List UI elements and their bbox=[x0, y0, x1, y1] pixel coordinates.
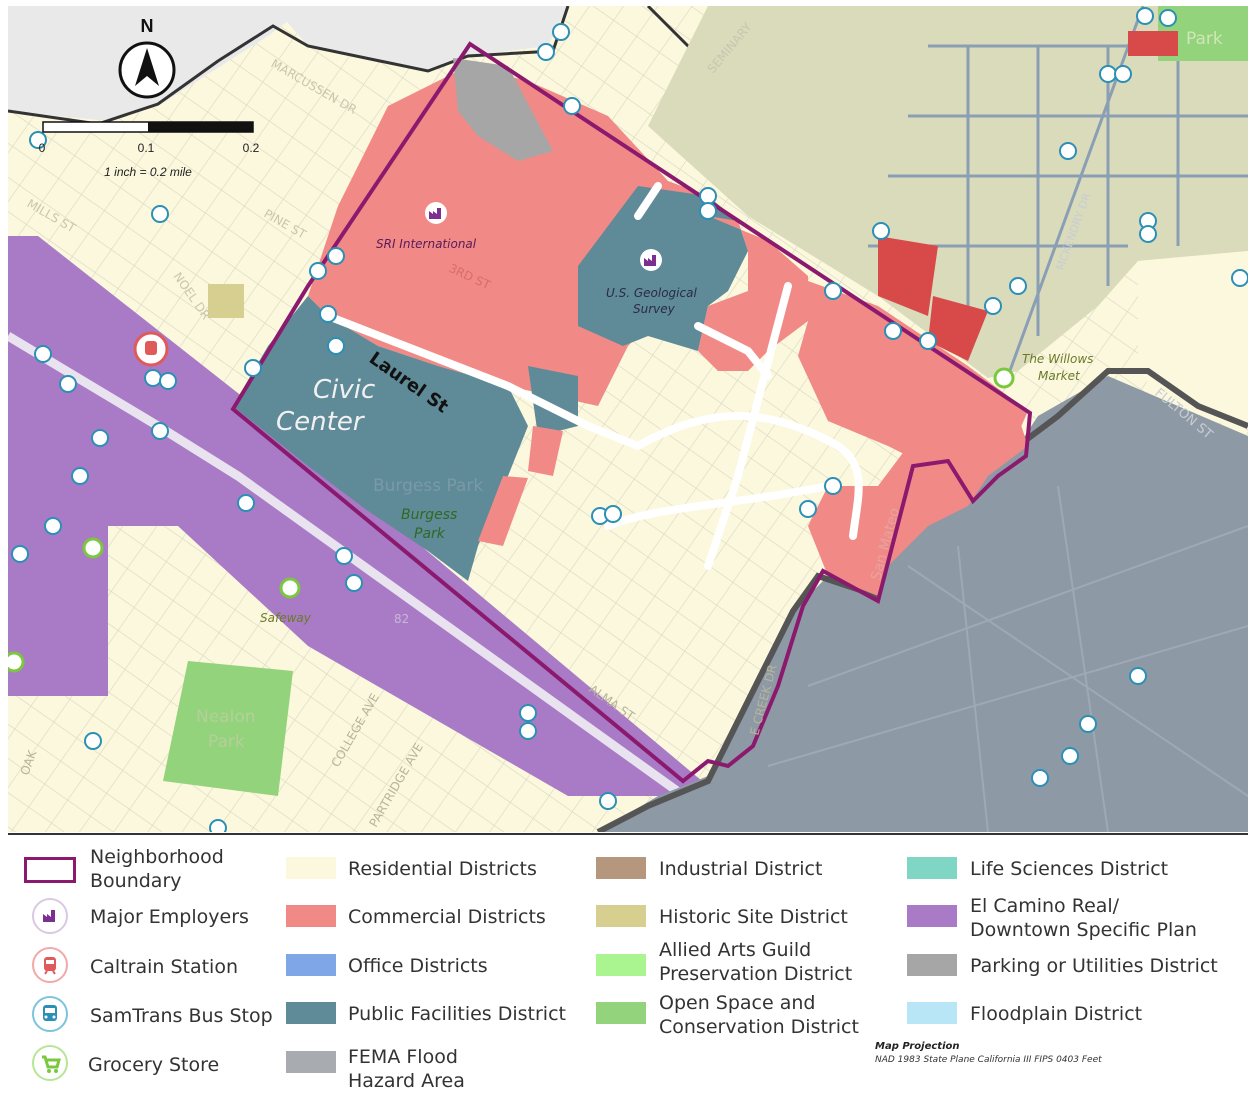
scale-tick-2: 0.2 bbox=[243, 141, 260, 155]
commercial-dark-1 bbox=[878, 236, 938, 316]
commercial-strip-1 bbox=[528, 426, 563, 476]
neighborhood-boundary[interactable] bbox=[230, 41, 1033, 784]
commercial-south[interactable] bbox=[808, 416, 1028, 596]
grocery-store-icon-legend bbox=[32, 1045, 68, 1081]
label-safeway: Safeway bbox=[260, 611, 312, 625]
label-willows-2: Market bbox=[1038, 369, 1081, 383]
usgs-public-facility[interactable] bbox=[578, 186, 748, 351]
swatch-historic bbox=[596, 905, 646, 927]
legend-open-space: Open Space and Conservation District bbox=[659, 992, 859, 1038]
scale-tick-0: 0 bbox=[39, 141, 46, 155]
legend-caltrain-station: Caltrain Station bbox=[90, 956, 239, 978]
legend-historic: Historic Site District bbox=[659, 906, 848, 928]
swatch-life-sciences bbox=[907, 857, 957, 879]
north-label: N bbox=[141, 16, 154, 36]
legend-neighborhood-boundary: Neighborhood Boundary bbox=[90, 846, 224, 892]
legend-parking: Parking or Utilities District bbox=[970, 955, 1218, 977]
swatch-residential bbox=[286, 857, 336, 879]
label-center: Center bbox=[276, 407, 366, 437]
swatch-industrial bbox=[596, 857, 646, 879]
commercial-east[interactable] bbox=[698, 216, 808, 371]
swatch-parking bbox=[907, 954, 957, 976]
grocery-stores[interactable] bbox=[8, 367, 1015, 673]
label-willows-1: The Willows bbox=[1022, 352, 1093, 366]
caltrain-station-icon[interactable] bbox=[133, 331, 169, 367]
scale-tick-1: 0.1 bbox=[138, 141, 155, 155]
legend-samtrans-bus-stop: SamTrans Bus Stop bbox=[90, 1005, 273, 1027]
nealon-park[interactable] bbox=[163, 661, 293, 796]
north-arrow: N bbox=[118, 16, 176, 99]
label-usgs-1: U.S. Geological bbox=[606, 286, 697, 300]
map-legend: Neighborhood Boundary Major Employers Ca… bbox=[8, 833, 1248, 1095]
legend-fema: FEMA Flood Hazard Area bbox=[348, 1046, 465, 1092]
label-usgs-2: Survey bbox=[633, 302, 676, 316]
el-camino-road bbox=[8, 332, 701, 810]
swatch-fema bbox=[286, 1051, 336, 1073]
legend-industrial: Industrial District bbox=[659, 858, 823, 880]
legend-residential: Residential Districts bbox=[348, 858, 537, 880]
label-nealon: Nealon bbox=[196, 707, 256, 727]
parking-utilities bbox=[453, 58, 553, 161]
legend-el-camino: El Camino Real/ Downtown Specific Plan bbox=[970, 895, 1197, 941]
swatch-floodplain bbox=[907, 1002, 957, 1024]
label-park-ne: Park bbox=[1186, 29, 1223, 49]
swatch-public-facilities bbox=[286, 1002, 336, 1024]
roads-white bbox=[324, 182, 863, 570]
swatch-el-camino bbox=[907, 905, 957, 927]
swatch-open-space bbox=[596, 1002, 646, 1024]
label-civic: Civic bbox=[313, 375, 375, 405]
legend-allied-arts: Allied Arts Guild Preservation District bbox=[659, 939, 853, 985]
label-nealon-park: Park bbox=[208, 732, 245, 752]
bus-stops[interactable] bbox=[11, 7, 1248, 832]
label-burgess: Burgess bbox=[401, 507, 457, 523]
scale-bar: 0 0.1 0.2 1 inch = 0.2 mile bbox=[39, 121, 260, 179]
major-employers-icon bbox=[32, 898, 68, 934]
bus-stop-icon-legend bbox=[32, 996, 68, 1032]
legend-boundary-swatch bbox=[24, 857, 76, 883]
legend-public-facilities: Public Facilities District bbox=[348, 1003, 566, 1025]
open-space-ne bbox=[648, 6, 1248, 378]
scale-text: 1 inch = 0.2 mile bbox=[104, 165, 192, 179]
label-sri-international: SRI International bbox=[376, 237, 477, 251]
map-projection-title: Map Projection bbox=[875, 1041, 960, 1052]
swatch-allied-arts bbox=[596, 954, 646, 976]
legend-floodplain: Floodplain District bbox=[970, 1003, 1143, 1025]
commercial-ne-small bbox=[1128, 31, 1178, 56]
water-streets bbox=[767, 485, 1248, 832]
historic-site bbox=[208, 284, 244, 318]
swatch-office bbox=[286, 954, 336, 976]
legend-life-sciences: Life Sciences District bbox=[970, 858, 1169, 880]
legend-major-employers: Major Employers bbox=[90, 906, 249, 928]
legend-commercial: Commercial Districts bbox=[348, 906, 546, 928]
caltrain-station-icon-legend bbox=[32, 947, 68, 983]
zoning-map[interactable]: N 0 0.1 0.2 1 inch = 0.2 mile Civic Cent… bbox=[8, 6, 1248, 832]
commercial-dark-2 bbox=[928, 296, 988, 361]
outside-area-n bbox=[273, 6, 568, 71]
map-projection-text: NAD 1983 State Plane California III FIPS… bbox=[875, 1055, 1102, 1065]
swatch-commercial bbox=[286, 905, 336, 927]
label-burgess-park: Park bbox=[414, 526, 446, 542]
legend-grocery-store: Grocery Store bbox=[88, 1054, 220, 1076]
park-ne bbox=[1158, 6, 1248, 61]
civic-center[interactable] bbox=[233, 296, 528, 581]
label-burgess-park-large: Burgess Park bbox=[373, 476, 483, 496]
label-82: 82 bbox=[394, 612, 409, 626]
city-limit-line bbox=[8, 6, 570, 126]
major-employer-icon-sri[interactable] bbox=[425, 202, 447, 224]
major-employer-icon-usgs[interactable] bbox=[640, 249, 662, 271]
commercial-strip-2 bbox=[478, 476, 528, 546]
legend-office: Office Districts bbox=[348, 955, 488, 977]
